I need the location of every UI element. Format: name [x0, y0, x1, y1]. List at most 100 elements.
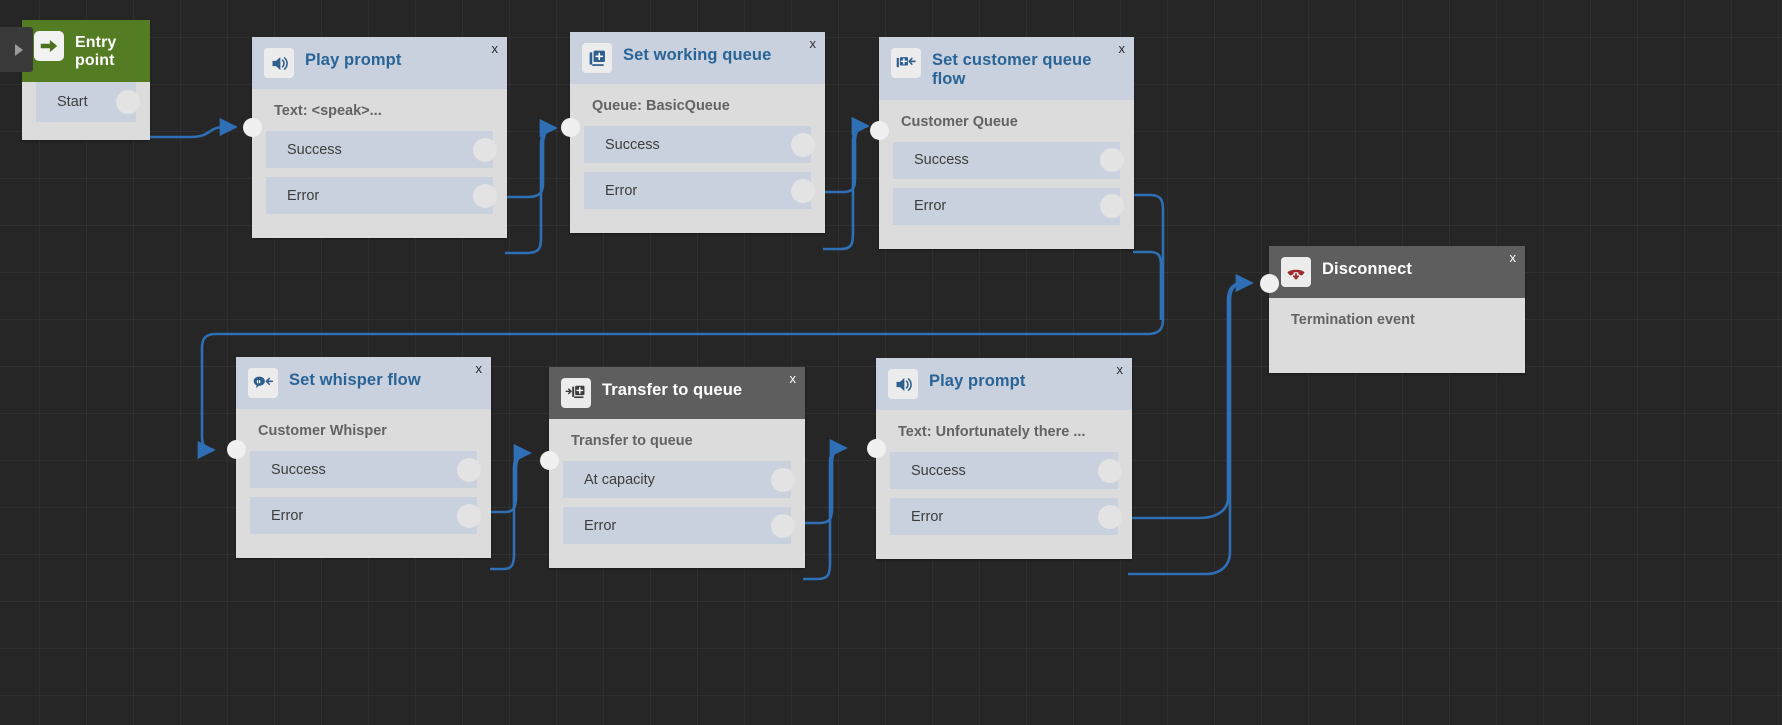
node-body: Customer Queue Success Error	[879, 100, 1134, 249]
port-dot-error[interactable]	[1098, 504, 1122, 529]
port-row-error[interactable]: Error	[250, 497, 481, 534]
node-footer	[879, 234, 1134, 249]
node-title: Play prompt	[305, 51, 402, 69]
port-dot-error[interactable]	[791, 178, 815, 203]
port-label: Error	[271, 507, 304, 524]
port-label: Error	[914, 198, 947, 215]
node-parameter: Transfer to queue	[571, 433, 693, 449]
node-set-working-queue[interactable]: Set working queue x Queue: BasicQueue Su…	[561, 32, 825, 233]
close-icon[interactable]: x	[475, 361, 483, 376]
speaker-icon	[888, 369, 918, 399]
port-dot-error[interactable]	[473, 183, 497, 208]
node-set-customer-queue-flow[interactable]: Set customer queue flow x Customer Queue…	[870, 37, 1134, 249]
node-body: Queue: BasicQueue Success Error	[570, 84, 825, 233]
node-footer	[549, 553, 805, 568]
port-dot-success[interactable]	[457, 457, 481, 482]
node-play-prompt-bottom[interactable]: Play prompt x Text: Unfortunately there …	[867, 358, 1132, 559]
port-row-error[interactable]: Error	[563, 507, 795, 544]
port-label: Success	[271, 461, 326, 478]
input-port-dot[interactable]	[227, 440, 246, 459]
node-disconnect[interactable]: Disconnect x Termination event	[1260, 246, 1525, 373]
port-label: Error	[287, 187, 320, 204]
node-title: Transfer to queue	[602, 381, 743, 399]
transfer-queue-icon	[561, 378, 591, 408]
port-dot-start[interactable]	[116, 89, 140, 114]
port-row-success[interactable]: Success	[266, 131, 497, 168]
node-parameter: Customer Whisper	[258, 423, 387, 439]
node-entry-point[interactable]: Entry point Start	[22, 20, 150, 140]
node-title: Entry point	[75, 31, 116, 71]
node-title-line-2: point	[75, 52, 115, 70]
port-label: Success	[605, 136, 660, 153]
node-body: Transfer to queue At capacity Error	[549, 419, 805, 568]
node-title-line-1: Entry	[75, 34, 117, 51]
port-dot-success[interactable]	[473, 137, 497, 162]
node-parameter: Customer Queue	[901, 113, 1018, 130]
node-parameter: Queue: BasicQueue	[592, 98, 730, 114]
close-icon[interactable]: x	[789, 371, 797, 386]
port-row-at-capacity[interactable]: At capacity	[563, 461, 795, 498]
input-port-dot[interactable]	[870, 121, 889, 140]
port-label: Success	[914, 152, 969, 169]
port-dot-success[interactable]	[1098, 458, 1122, 483]
port-row-error[interactable]: Error	[584, 172, 815, 209]
close-icon[interactable]: x	[809, 36, 817, 51]
node-parameter: Text: <speak>...	[274, 103, 382, 119]
port-row-start[interactable]: Start	[36, 81, 140, 122]
close-icon[interactable]: x	[1116, 362, 1124, 377]
queue-flow-icon	[891, 48, 921, 78]
port-label: Error	[911, 508, 944, 525]
port-dot-error[interactable]	[771, 513, 795, 538]
port-label: At capacity	[584, 471, 655, 488]
node-footer	[876, 544, 1132, 559]
expand-sidebar-handle[interactable]	[0, 27, 33, 72]
entry-arrow-icon	[34, 31, 64, 61]
port-dot-success[interactable]	[791, 132, 815, 157]
port-row-success[interactable]: Success	[890, 452, 1122, 489]
input-port-dot[interactable]	[1260, 274, 1279, 293]
port-dot-success[interactable]	[1100, 148, 1124, 173]
node-header: Play prompt x	[252, 37, 507, 89]
input-port-dot[interactable]	[867, 439, 886, 458]
node-title: Disconnect	[1322, 260, 1412, 278]
node-body: Text: <speak>... Success Error	[252, 89, 507, 238]
port-dot-error[interactable]	[1100, 194, 1124, 219]
node-title: Play prompt	[929, 372, 1026, 390]
close-icon[interactable]: x	[491, 41, 499, 56]
speaker-icon	[264, 48, 294, 78]
port-label: Error	[605, 182, 638, 199]
port-row-error[interactable]: Error	[893, 187, 1124, 225]
close-icon[interactable]: x	[1118, 41, 1126, 56]
node-play-prompt-top[interactable]: Play prompt x Text: <speak>... Success E…	[243, 37, 507, 238]
node-title: Set customer queue flow	[932, 51, 1092, 88]
node-header: Transfer to queue x	[549, 367, 805, 419]
port-dot-at-capacity[interactable]	[771, 467, 795, 492]
input-port-dot[interactable]	[540, 451, 559, 470]
node-body: Termination event	[1269, 298, 1525, 373]
port-row-error[interactable]: Error	[890, 498, 1122, 535]
port-row-success[interactable]: Success	[584, 126, 815, 163]
node-body: Text: Unfortunately there ... Success Er…	[876, 410, 1132, 559]
node-header: Set customer queue flow x	[879, 37, 1134, 100]
queue-plus-icon	[582, 43, 612, 73]
node-footer	[22, 122, 150, 140]
port-row-error[interactable]: Error	[266, 177, 497, 214]
port-row-success[interactable]: Success	[893, 141, 1124, 179]
node-set-whisper-flow[interactable]: Set whisper flow x Customer Whisper Succ…	[227, 357, 491, 558]
port-dot-error[interactable]	[457, 503, 481, 528]
input-port-dot[interactable]	[561, 118, 580, 137]
node-transfer-to-queue[interactable]: Transfer to queue x Transfer to queue At…	[540, 367, 805, 568]
port-row-success[interactable]: Success	[250, 451, 481, 488]
port-label: Start	[57, 93, 88, 110]
close-icon[interactable]: x	[1509, 250, 1517, 265]
node-header: Play prompt x	[876, 358, 1132, 410]
node-header: Set working queue x	[570, 32, 825, 84]
port-label: Success	[911, 462, 966, 479]
hangup-phone-icon	[1281, 257, 1311, 287]
input-port-dot[interactable]	[243, 118, 262, 137]
node-title: Set whisper flow	[289, 371, 421, 389]
node-header: Disconnect x	[1269, 246, 1525, 298]
node-title: Set working queue	[623, 46, 772, 64]
node-footer	[570, 218, 825, 233]
